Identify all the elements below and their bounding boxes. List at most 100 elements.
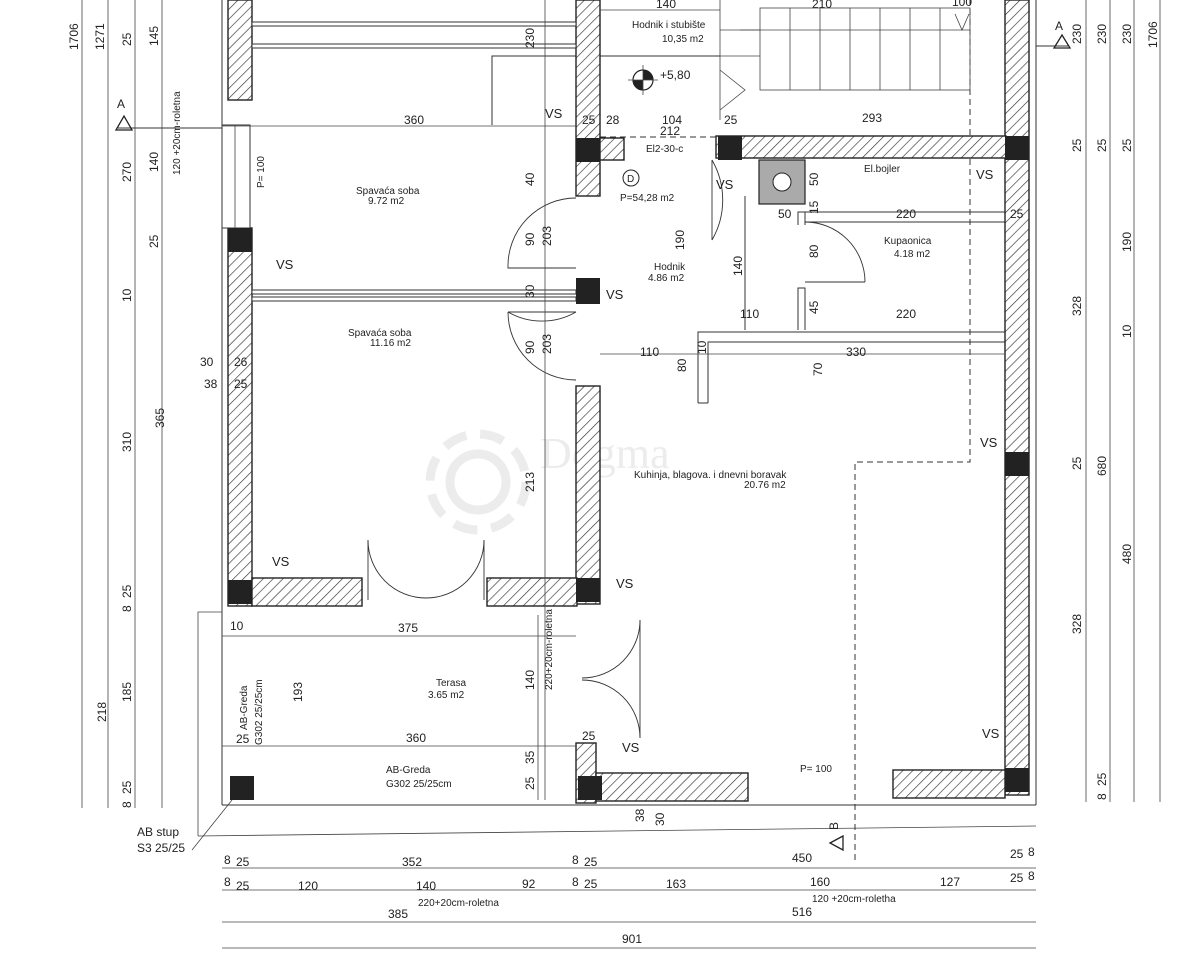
- dim-label: 120: [298, 879, 318, 893]
- dim-label: 30: [523, 284, 537, 298]
- dim-label: 1271: [93, 23, 107, 50]
- dim-label: 100: [952, 0, 972, 9]
- dim-label: 25: [147, 234, 161, 248]
- dim-label: 230: [523, 28, 537, 48]
- room-area: 9.72 m2: [368, 196, 405, 207]
- dim-label: 25: [234, 377, 248, 391]
- dim-label: 140: [656, 0, 676, 11]
- dim-label: 140: [416, 879, 436, 893]
- dim-label: 45: [807, 300, 821, 314]
- dim-label: 127: [940, 875, 960, 889]
- column-marker: [576, 578, 600, 602]
- room-name: Kupaonica: [884, 236, 932, 247]
- dim-label: 203: [540, 334, 554, 354]
- dim-label: 8: [1028, 869, 1035, 883]
- dim-label: 50: [807, 172, 821, 186]
- dim-label: 480: [1120, 544, 1134, 564]
- room-area: 4.18 m2: [894, 249, 931, 260]
- dim-label: 193: [291, 682, 305, 702]
- dim-label: 901: [622, 932, 642, 946]
- dim-label: 1706: [67, 23, 81, 50]
- dim-label: 190: [1120, 232, 1134, 252]
- dim-label: 680: [1095, 456, 1109, 476]
- vs-tag: VS: [272, 554, 290, 569]
- dim-label: 145: [147, 26, 161, 46]
- column-marker: [228, 580, 252, 604]
- dim-label: 220: [896, 307, 916, 321]
- dim-label: 25: [1095, 772, 1109, 786]
- dim-label: 25: [1095, 138, 1109, 152]
- staircase: [600, 0, 971, 120]
- column-label-2: S3 25/25: [137, 841, 185, 855]
- dim-label: 8: [572, 853, 579, 867]
- dim-label: 365: [153, 408, 167, 428]
- section-a-right: A: [1055, 19, 1063, 33]
- dim-label: 26: [234, 355, 248, 369]
- dim-label: 40: [523, 172, 537, 186]
- room-name: Spavaća soba: [356, 186, 420, 197]
- dim-label: 218: [95, 702, 109, 722]
- dim-label: 25: [1120, 138, 1134, 152]
- beam-bottom-label-2: G302 25/25cm: [386, 779, 452, 790]
- dim-label: 25: [120, 780, 134, 794]
- dim-label: 110: [640, 345, 659, 359]
- dim-label: 25: [236, 855, 250, 869]
- dim-label: 230: [1070, 24, 1084, 44]
- dim-label: 25: [120, 32, 134, 46]
- vs-tag: VS: [622, 740, 640, 755]
- dim-label: 375: [398, 621, 418, 635]
- room-area: 20.76 m2: [744, 480, 786, 491]
- dim-label: 104: [662, 113, 682, 127]
- room-area: 10,35 m2: [662, 34, 704, 45]
- dim-label: 140: [147, 152, 161, 172]
- dim-label: 28: [606, 113, 620, 127]
- column-marker: [1005, 452, 1029, 476]
- dim-label: 25: [582, 113, 596, 127]
- dim-label: 220: [896, 207, 916, 221]
- dim-label: 25: [1010, 847, 1024, 861]
- dim-label: 310: [120, 432, 134, 452]
- inner-dimensions: 140 210 100 230 25 28 104 212 293 25 360…: [230, 0, 1024, 826]
- vs-tag: VS: [606, 287, 624, 302]
- dim-label: 8: [572, 875, 579, 889]
- dim-label: 15: [807, 200, 821, 214]
- column-marker: [576, 278, 600, 304]
- dim-label: 360: [404, 113, 424, 127]
- room-area: 4.86 m2: [648, 273, 685, 284]
- dim-label: 10: [120, 288, 134, 302]
- dim-label: 8: [1095, 793, 1109, 800]
- sill-left-label: P= 100: [256, 156, 267, 188]
- room-name: Kuhinja, blagova. i dnevni boravak: [634, 470, 787, 481]
- dim-label: 203: [540, 226, 554, 246]
- dim-label: 8: [120, 801, 134, 808]
- dim-label: 10: [230, 619, 244, 633]
- column-marker: [230, 776, 254, 800]
- vs-tags: VS VS VS VS VS VS VS VS VS VS: [272, 106, 1000, 755]
- room-name: Hodnik: [654, 262, 686, 273]
- vs-tag: VS: [982, 726, 1000, 741]
- dim-label: 90: [523, 232, 537, 246]
- dim-label: 8: [1028, 845, 1035, 859]
- dim-label: 328: [1070, 614, 1084, 634]
- dim-label: 25: [523, 776, 537, 790]
- section-b-label: B: [827, 822, 841, 830]
- dim-label: 35: [523, 750, 537, 764]
- dim-label: 110: [740, 307, 759, 321]
- dim-label: 8: [120, 605, 134, 612]
- dim-label: 293: [862, 111, 882, 125]
- dim-label: 160: [810, 875, 830, 889]
- dim-label: 25: [582, 729, 596, 743]
- dim-label: 25: [1070, 456, 1084, 470]
- dim-label: 212: [660, 124, 680, 138]
- dim-label: 213: [523, 472, 537, 492]
- dim-label: 140: [731, 256, 745, 276]
- watermark-text: Dogma: [540, 429, 670, 478]
- vs-tag: VS: [545, 106, 563, 121]
- dim-label: 70: [811, 362, 825, 376]
- elevation-label: +5,80: [660, 68, 691, 82]
- boiler-label: El.bojler: [864, 164, 901, 175]
- dim-label: 1706: [1146, 21, 1160, 48]
- roller-left-label: 120 +20cm-roletna: [172, 91, 183, 175]
- dim-label: 92: [522, 877, 536, 891]
- dim-label: 516: [792, 905, 812, 919]
